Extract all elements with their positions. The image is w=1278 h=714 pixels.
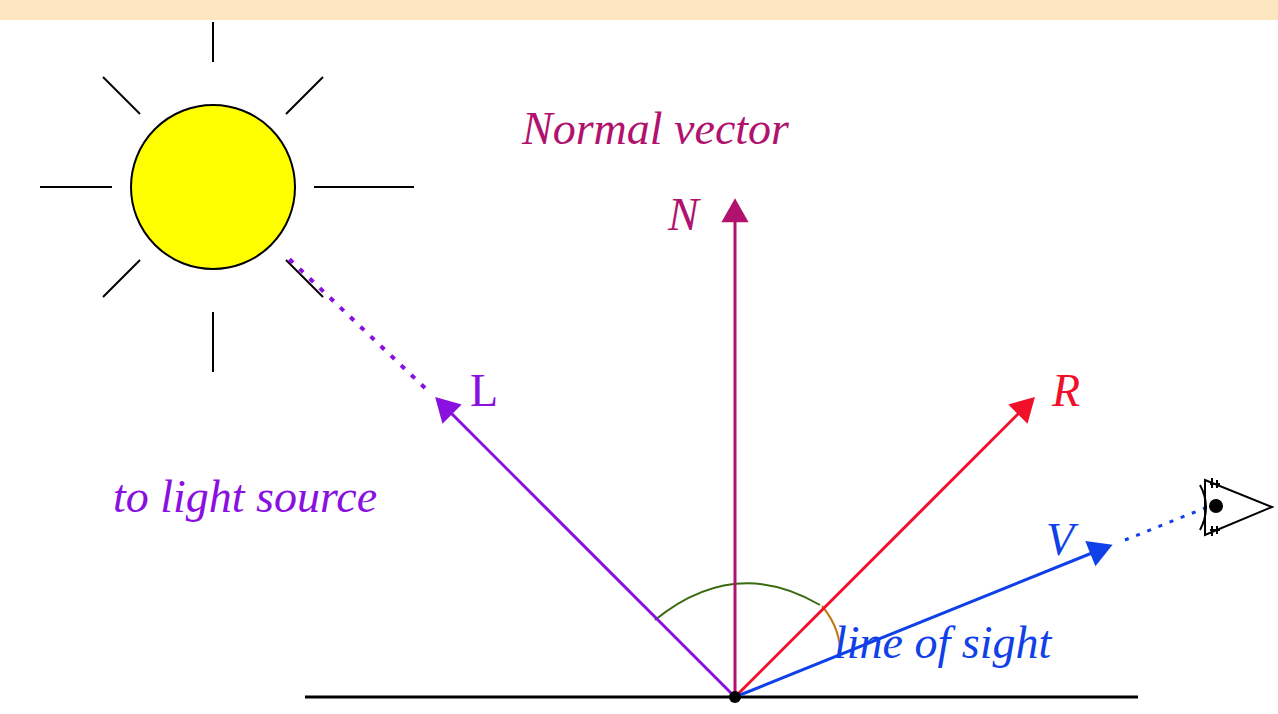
vector-caption: to light source <box>113 474 377 520</box>
top-band <box>0 0 1278 20</box>
vector-name: V <box>1046 517 1074 563</box>
point-dot <box>729 691 741 703</box>
vector-name: N <box>668 192 699 238</box>
vector-name: L <box>470 368 498 414</box>
light-arrow <box>447 409 735 697</box>
view-arrow <box>735 551 1097 697</box>
sun <box>40 22 414 372</box>
light-dotted <box>285 255 425 388</box>
normal-arrow <box>734 215 737 697</box>
vector-caption: line of sight <box>834 620 1051 666</box>
vector-caption: Normal vector <box>522 106 789 152</box>
angle-arc <box>655 583 820 620</box>
eye <box>1200 478 1272 536</box>
surface-line <box>305 696 1138 699</box>
sight-dotted <box>1125 508 1205 540</box>
vector-name: R <box>1052 368 1080 414</box>
